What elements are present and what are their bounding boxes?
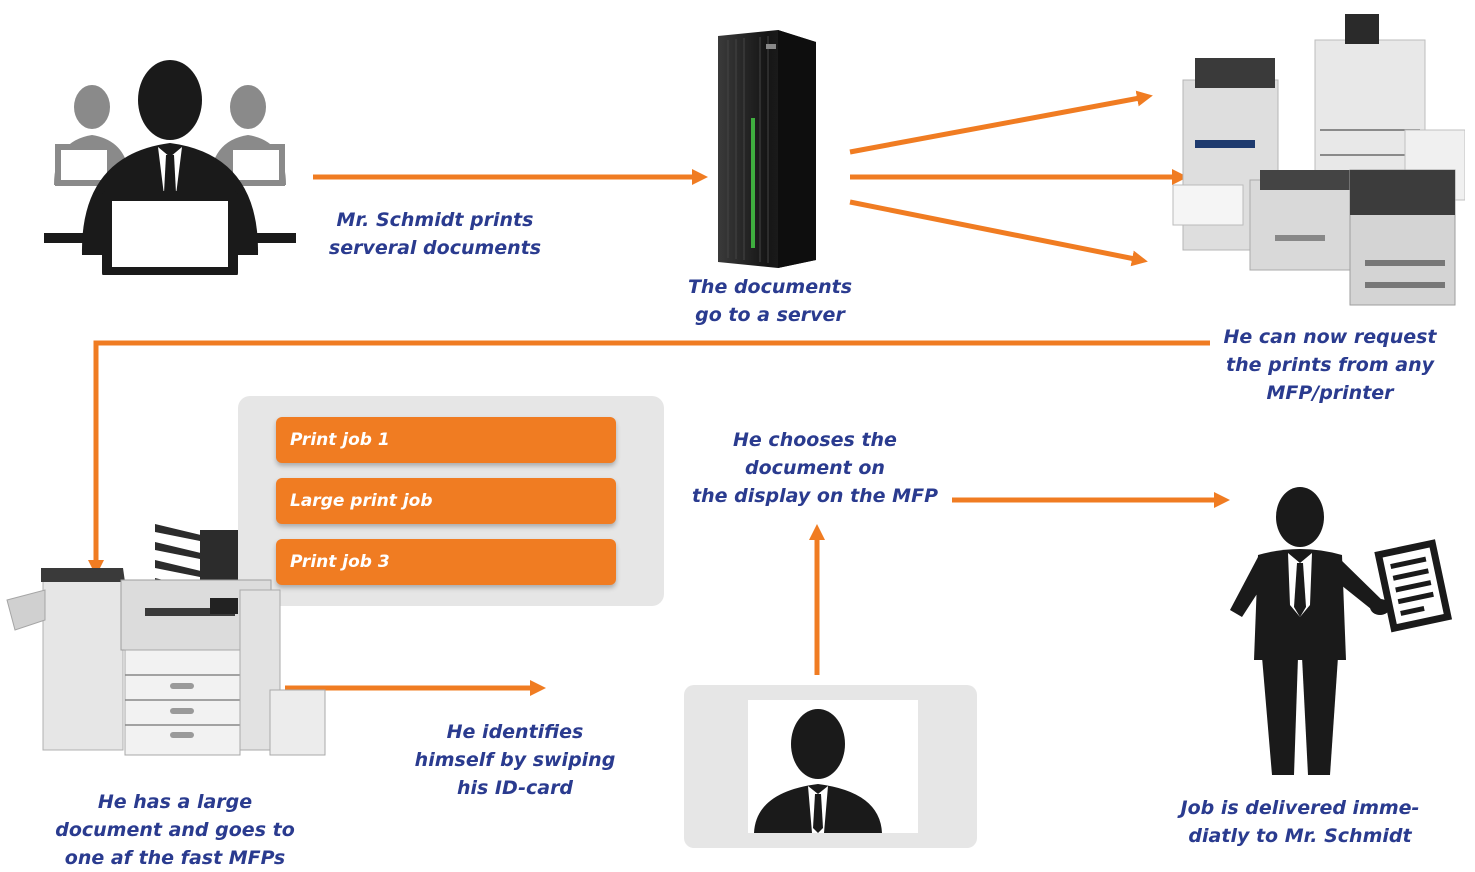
caption-server: The documents go to a server bbox=[687, 276, 853, 326]
office-workers-icon bbox=[44, 60, 296, 275]
businessman-document-icon bbox=[1230, 487, 1453, 775]
mfp-printer-icon bbox=[6, 524, 326, 756]
caption-request: He can now request the prints from any M… bbox=[1223, 326, 1437, 404]
caption-large-doc: He has a large document and goes to one … bbox=[55, 791, 295, 869]
printer-group-icon bbox=[1172, 14, 1465, 306]
caption-prints: Mr. Schmidt prints serveral documents bbox=[328, 209, 542, 259]
arrow-request-to-mfp bbox=[87, 340, 1210, 577]
arrow-server-to-printer-top bbox=[849, 90, 1153, 155]
caption-choose: He chooses the document on the display o… bbox=[692, 429, 938, 507]
print-job-item[interactable]: Large print job bbox=[276, 478, 616, 524]
arrow-server-to-printer-bottom bbox=[849, 199, 1148, 267]
server-icon bbox=[718, 30, 816, 268]
user-portrait-icon bbox=[748, 700, 918, 833]
caption-delivered: Job is delivered imme- diatly to Mr. Sch… bbox=[1180, 797, 1420, 847]
print-job-item[interactable]: Print job 3 bbox=[276, 539, 616, 585]
caption-identify: He identifies himself by swiping his ID-… bbox=[414, 721, 616, 799]
print-job-item[interactable]: Print job 1 bbox=[276, 417, 616, 463]
